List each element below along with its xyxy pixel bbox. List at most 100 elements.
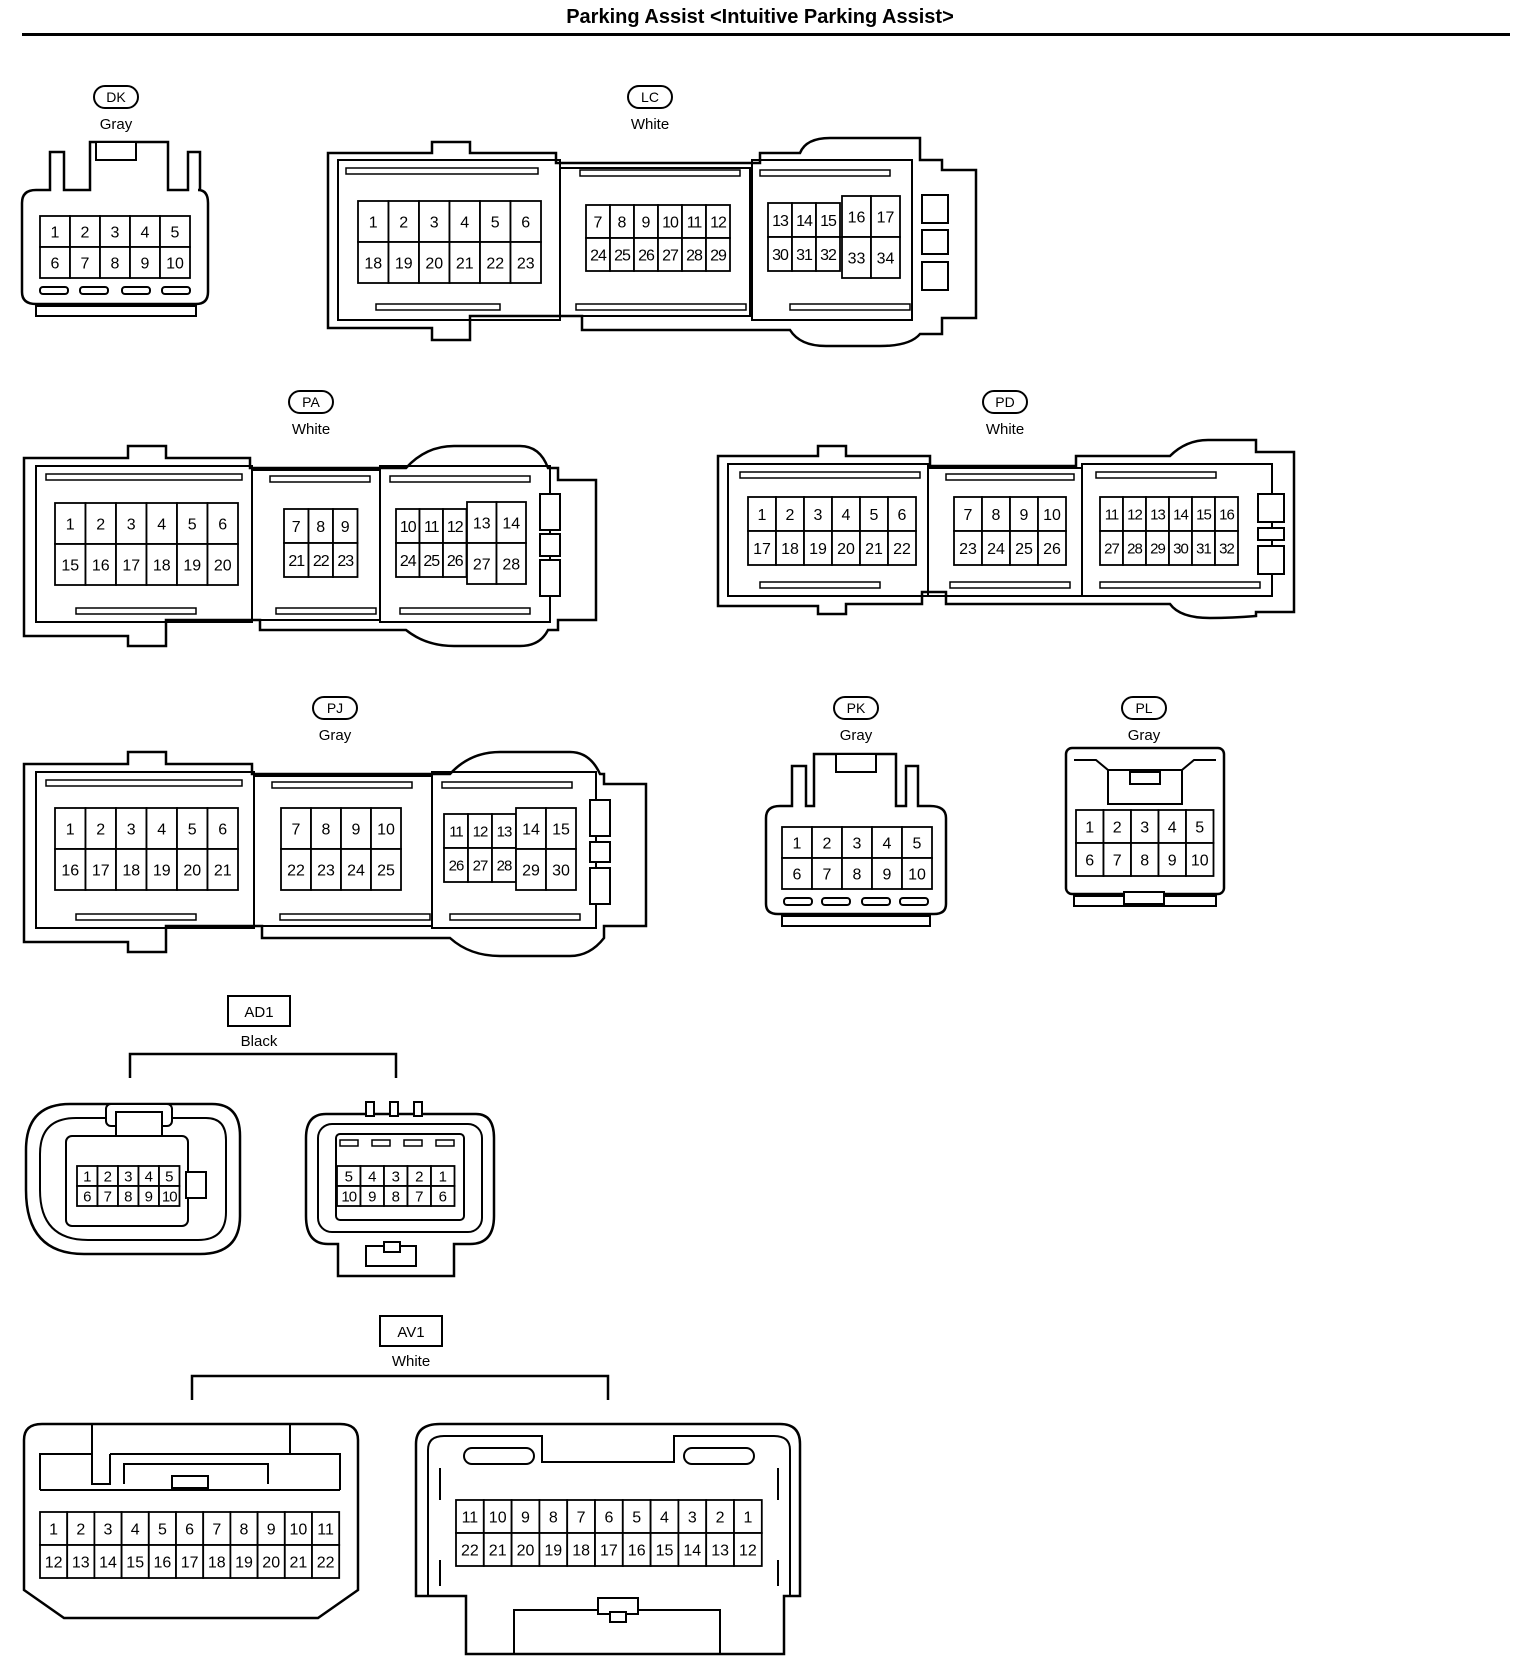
pin-number: 24 xyxy=(400,553,417,570)
pin-cell xyxy=(545,848,577,891)
pin-number: 6 xyxy=(218,821,227,838)
pin-number: 27 xyxy=(473,857,488,874)
pin-number: 26 xyxy=(1043,541,1061,558)
pin-number: 10 xyxy=(662,214,679,231)
pin-number: 16 xyxy=(154,1554,172,1571)
pin-cell xyxy=(256,1544,286,1579)
pin-number: 5 xyxy=(1195,819,1204,836)
connector-pl-color: Gray xyxy=(1128,727,1161,744)
pin-number: 23 xyxy=(337,553,354,570)
pin-number: 10 xyxy=(489,1509,507,1526)
pin-cell xyxy=(115,543,148,586)
pin-number: 27 xyxy=(662,247,679,264)
pin-cell xyxy=(1214,530,1239,566)
pin-number: 16 xyxy=(848,209,866,226)
pin-number: 4 xyxy=(157,516,166,533)
pin-cell xyxy=(176,848,209,891)
pin-number: 23 xyxy=(517,255,535,272)
pin-cell xyxy=(443,813,469,849)
connector-pj-code: PJ xyxy=(327,700,343,716)
pin-number: 7 xyxy=(594,214,603,231)
pin-number: 12 xyxy=(710,214,727,231)
pin-cell xyxy=(466,542,498,585)
pin-number: 25 xyxy=(423,553,440,570)
pin-cell xyxy=(176,502,209,545)
pin-number: 9 xyxy=(267,1521,276,1538)
pin-number: 1 xyxy=(49,1521,58,1538)
pin-number: 15 xyxy=(61,557,79,574)
pin-cell xyxy=(283,1511,313,1546)
pin-number: 9 xyxy=(883,866,892,883)
pin-number: 9 xyxy=(352,821,361,838)
pin-cell xyxy=(158,1185,181,1207)
pin-number: 3 xyxy=(430,214,439,231)
pin-number: 17 xyxy=(122,557,140,574)
pin-number: 21 xyxy=(865,541,883,558)
pin-number: 20 xyxy=(262,1554,280,1571)
pin-number: 11 xyxy=(449,823,463,840)
pin-number: 32 xyxy=(820,247,837,264)
pin-number: 5 xyxy=(165,1168,173,1185)
pin-cell xyxy=(145,848,178,891)
pin-cell xyxy=(147,1544,177,1579)
pin-number: 14 xyxy=(99,1554,117,1571)
pin-number: 5 xyxy=(158,1521,167,1538)
page-title: Parking Assist <Intuitive Parking Assist… xyxy=(566,6,954,28)
pin-number: 9 xyxy=(1020,507,1029,524)
connector-av1-color: White xyxy=(392,1353,430,1370)
pin-number: 10 xyxy=(377,821,395,838)
connector-dk-color: Gray xyxy=(100,116,133,133)
pin-number: 7 xyxy=(292,821,301,838)
pin-number: 11 xyxy=(424,519,440,536)
pin-number: 18 xyxy=(781,541,799,558)
pin-number: 27 xyxy=(1104,540,1119,557)
pin-number: 13 xyxy=(473,515,491,532)
pin-number: 24 xyxy=(590,247,607,264)
pin-number: 13 xyxy=(497,823,512,840)
pin-cell xyxy=(99,215,131,248)
pin-cell xyxy=(815,236,841,272)
pin-cell xyxy=(332,542,359,578)
pin-cell xyxy=(803,530,833,566)
connector-av1-code: AV1 xyxy=(397,1324,424,1341)
pin-number: 6 xyxy=(185,1521,194,1538)
pin-cell xyxy=(1009,496,1039,532)
pin-number: 2 xyxy=(415,1168,423,1185)
pin-number: 17 xyxy=(877,209,895,226)
pin-number: 23 xyxy=(959,541,977,558)
pin-number: 19 xyxy=(809,541,827,558)
pin-number: 2 xyxy=(716,1509,725,1526)
pin-number: 14 xyxy=(683,1542,701,1559)
pin-cell xyxy=(491,813,517,849)
pin-number: 19 xyxy=(395,255,413,272)
pin-cell xyxy=(206,502,239,545)
pin-number: 18 xyxy=(153,557,171,574)
pin-number: 14 xyxy=(1173,506,1188,523)
pin-number: 13 xyxy=(711,1542,729,1559)
pin-cell xyxy=(841,826,873,859)
pin-cell xyxy=(633,237,659,272)
pin-number: 2 xyxy=(81,224,90,241)
pin-cell xyxy=(206,543,239,586)
pin-number: 20 xyxy=(214,557,232,574)
pin-cell xyxy=(495,542,527,585)
pin-cell xyxy=(981,530,1011,566)
pin-number: 5 xyxy=(913,835,922,852)
pin-cell xyxy=(283,542,310,578)
pin-number: 8 xyxy=(549,1509,558,1526)
pin-number: 3 xyxy=(124,1168,132,1185)
pin-number: 10 xyxy=(1191,852,1209,869)
pin-number: 12 xyxy=(1127,506,1142,523)
pin-cell xyxy=(357,241,390,284)
pin-number: 7 xyxy=(823,866,832,883)
pin-number: 10 xyxy=(166,255,184,272)
pin-number: 1 xyxy=(793,835,802,852)
pin-cell xyxy=(510,1499,541,1534)
